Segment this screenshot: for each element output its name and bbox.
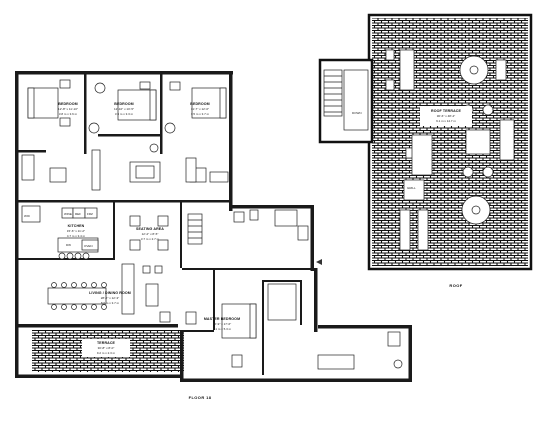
terrace-imperial: 30'-8" x 8'-0" bbox=[98, 346, 115, 350]
seating-area-imperial: 12'-2" x 8'-5" bbox=[142, 232, 159, 236]
exterior-walls bbox=[15, 71, 412, 382]
kitchen-metric: 4.7 m x 3.4 m bbox=[67, 234, 86, 238]
kitchen-name: KITCHEN bbox=[68, 224, 85, 228]
master-bedroom-imperial: 16'-9" x 17'-6" bbox=[213, 322, 231, 326]
interior-walls bbox=[18, 74, 317, 375]
roof-stair: DOWN bbox=[318, 58, 374, 144]
kitchen-fixtures: W/D WINE REF FRZ DW OVEN bbox=[21, 205, 99, 260]
seating-area-metric: 3.7 m x 2.7 m bbox=[141, 237, 160, 241]
wine-label: WINE bbox=[64, 212, 72, 216]
bedroom-1-imperial: 12'-8" x 11'-10" bbox=[58, 107, 78, 111]
bedroom-1-metric: 3.8 m x 3.6 m bbox=[59, 112, 78, 116]
master-bedroom-metric: 4.1 m x 5.3 m bbox=[213, 327, 232, 331]
bedroom-2-metric: 3.9 m x 3.3 m bbox=[115, 112, 134, 116]
living-dining-metric: 8.6 m x 3.7 m bbox=[101, 301, 120, 305]
roof-terrace-imperial: 30'-6" x 48'-4" bbox=[437, 114, 455, 118]
terrace-name: TERRACE bbox=[97, 341, 116, 345]
living-dining-name: LIVING / DINING ROOM bbox=[89, 291, 131, 295]
roof-furniture: GRILL bbox=[385, 49, 515, 251]
bedroom-3-imperial: 11'-7" x 12'-0" bbox=[191, 107, 209, 111]
grill-label: GRILL bbox=[407, 186, 416, 190]
living-dining-furniture bbox=[47, 263, 171, 323]
wd-label: W/D bbox=[24, 214, 31, 218]
north-arrow bbox=[316, 259, 322, 265]
roof-terrace-metric: 9.1 m x 14.7 m bbox=[436, 119, 456, 123]
powder-bath-fixtures bbox=[233, 209, 309, 241]
bedroom-2-furniture bbox=[88, 81, 161, 183]
seating-area-furniture bbox=[129, 213, 203, 251]
roof-caption: ROOF bbox=[449, 283, 462, 288]
down-label: DOWN bbox=[352, 111, 362, 115]
bedroom-3-furniture bbox=[164, 81, 227, 183]
master-bedroom-name: MASTER BEDROOM bbox=[204, 317, 240, 321]
seating-area-name: SEATING AREA bbox=[136, 227, 164, 231]
hall-bath-furniture bbox=[91, 149, 229, 191]
kitchen-imperial: 15'-6" x 11'-2" bbox=[67, 229, 85, 233]
master-bedroom-furniture bbox=[185, 283, 403, 370]
bedroom-3-metric: 3.5 m x 3.7 m bbox=[191, 112, 210, 116]
ref-label: REF bbox=[75, 212, 81, 216]
bedroom-2-name: BEDROOM bbox=[114, 102, 133, 106]
roof-plan: DOWN GRILL ROOF TERRACE 30 bbox=[318, 13, 533, 271]
bedroom-1-furniture bbox=[21, 79, 71, 183]
floor-18-plan: W/D WINE REF FRZ DW OVEN bbox=[15, 71, 412, 382]
terrace-metric: 9.2 m x 2.3 m bbox=[97, 351, 116, 355]
bedroom-1-name: BEDROOM bbox=[58, 102, 77, 106]
oven-label: OVEN bbox=[84, 244, 93, 248]
bedroom-2-imperial: 12'-10" x 10'-5" bbox=[114, 107, 134, 111]
bedroom-3-name: BEDROOM bbox=[190, 102, 209, 106]
living-dining-imperial: 28'-2" x 12'-3" bbox=[101, 296, 119, 300]
frz-label: FRZ bbox=[87, 212, 93, 216]
dw-label: DW bbox=[66, 243, 71, 247]
floor-caption: FLOOR 18 bbox=[189, 395, 212, 400]
roof-terrace-name: ROOF TERRACE bbox=[431, 109, 461, 113]
floor-18-labels: BEDROOM 12'-8" x 11'-10" 3.8 m x 3.6 m B… bbox=[58, 102, 240, 357]
